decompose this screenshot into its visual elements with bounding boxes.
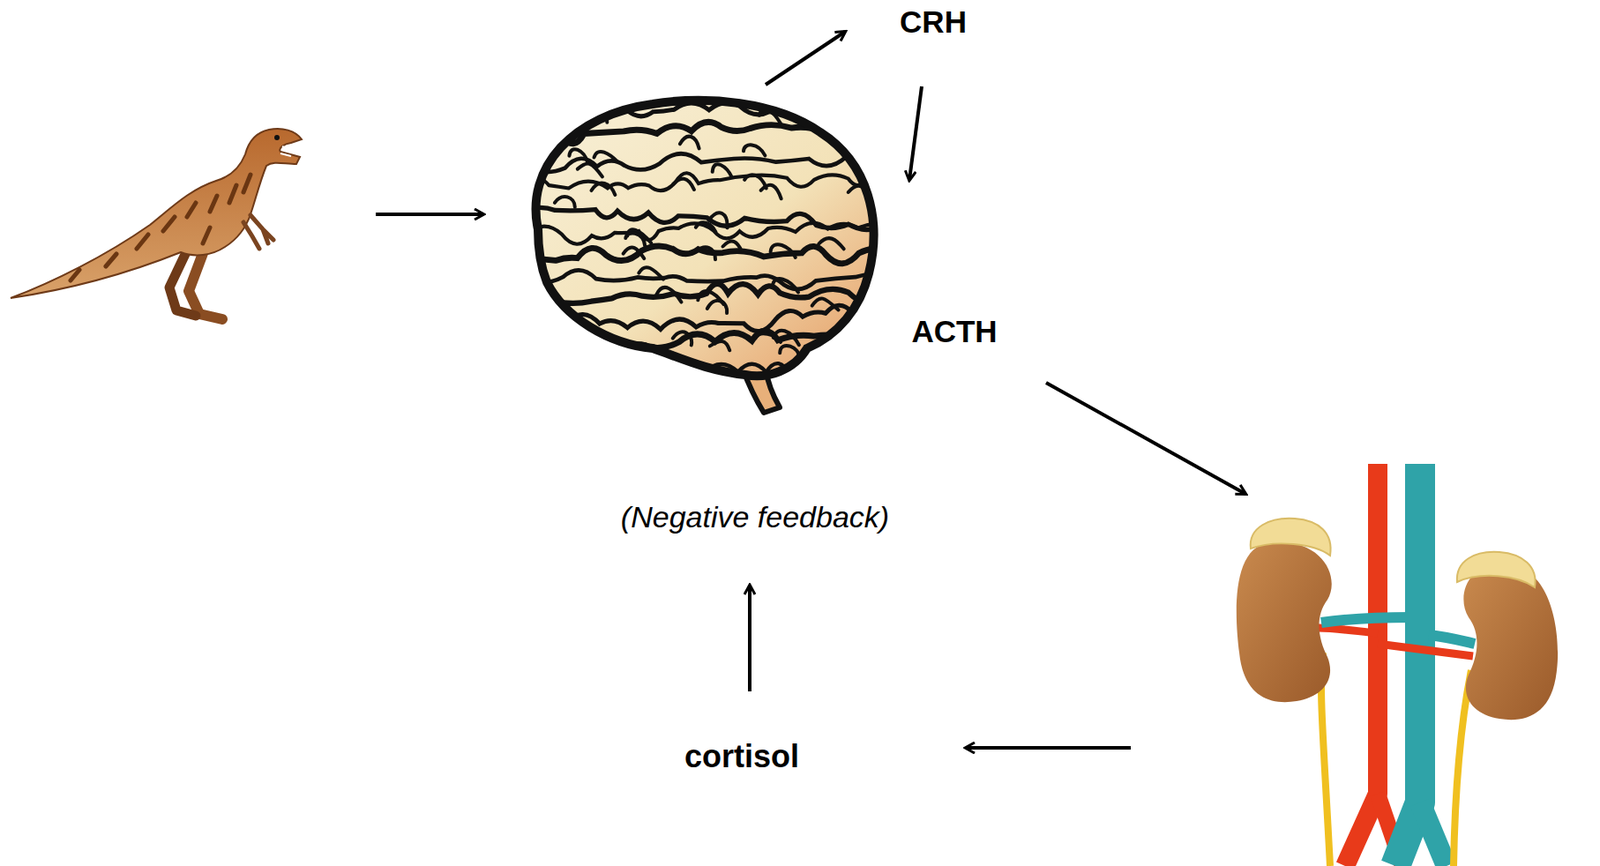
brain-fold bbox=[672, 331, 692, 345]
kidney bbox=[1463, 564, 1558, 721]
dino-body bbox=[10, 128, 302, 299]
brain-fold bbox=[709, 212, 728, 228]
brain-fold bbox=[577, 164, 603, 178]
brain-fold bbox=[755, 333, 781, 343]
brain-fold bbox=[638, 267, 664, 279]
brain-fold bbox=[723, 240, 742, 251]
arrow bbox=[375, 212, 484, 217]
brain-fold bbox=[680, 136, 700, 150]
brain-fold bbox=[672, 179, 695, 190]
brain-fold bbox=[696, 246, 716, 260]
hormone-label: ACTH bbox=[911, 314, 997, 350]
vena-cava bbox=[1420, 802, 1447, 866]
dino-arm bbox=[243, 215, 274, 249]
brain-fold bbox=[744, 174, 767, 188]
velociraptor-figure bbox=[10, 128, 302, 320]
dino-leg bbox=[188, 248, 223, 320]
brain-fold bbox=[525, 330, 900, 358]
brain-fold bbox=[770, 244, 796, 258]
brain-fold bbox=[640, 365, 664, 374]
brain-fold bbox=[591, 182, 616, 195]
feedback-note: (Negative feedback) bbox=[620, 500, 890, 535]
arrow bbox=[909, 86, 922, 180]
brain-fold bbox=[818, 238, 844, 249]
brain-fold bbox=[848, 108, 874, 120]
brain-fold bbox=[525, 284, 888, 304]
kidney bbox=[1236, 542, 1332, 703]
renal-vein bbox=[1321, 617, 1412, 623]
dino-eye bbox=[274, 134, 280, 141]
brain-fold bbox=[594, 151, 619, 163]
brain-gyri bbox=[525, 96, 911, 380]
dino-teeth bbox=[280, 146, 293, 157]
arrows bbox=[375, 31, 1246, 748]
brain-fold bbox=[525, 168, 890, 191]
brain-fold bbox=[554, 196, 576, 208]
brain-fold bbox=[743, 144, 765, 156]
brain-fold bbox=[697, 291, 724, 305]
arrow bbox=[747, 585, 752, 692]
brain-outline bbox=[536, 100, 875, 376]
dino-stripes bbox=[70, 174, 251, 281]
brain-fold bbox=[623, 247, 645, 260]
dino-leg bbox=[169, 250, 196, 316]
brain-fold bbox=[710, 341, 731, 351]
aorta bbox=[1345, 463, 1378, 866]
arrow bbox=[765, 31, 845, 85]
hormone-label: CRH bbox=[899, 4, 967, 40]
brain-fold bbox=[525, 246, 887, 264]
renal-artery bbox=[1377, 643, 1473, 657]
kidneys-figure bbox=[1236, 463, 1558, 866]
brain-fold bbox=[812, 298, 839, 310]
brain-fold bbox=[772, 278, 799, 292]
adrenal-gland bbox=[1457, 552, 1536, 588]
brain-fold bbox=[695, 222, 716, 232]
brain-fold bbox=[857, 362, 882, 375]
brain-fold bbox=[761, 185, 782, 199]
hormone-label: cortisol bbox=[684, 738, 800, 775]
brain-fold bbox=[568, 149, 588, 163]
adrenal-gland bbox=[1250, 518, 1331, 556]
brain-fold bbox=[814, 352, 840, 366]
brain-figure bbox=[525, 96, 911, 413]
arrow bbox=[965, 746, 1131, 750]
brain-fold bbox=[625, 232, 645, 246]
renal-vein bbox=[1428, 635, 1475, 644]
renal-artery bbox=[1318, 628, 1378, 634]
arrow bbox=[1046, 382, 1246, 494]
brain-fold bbox=[779, 345, 799, 357]
brain-fold bbox=[656, 287, 681, 303]
brain-fold bbox=[712, 164, 733, 178]
